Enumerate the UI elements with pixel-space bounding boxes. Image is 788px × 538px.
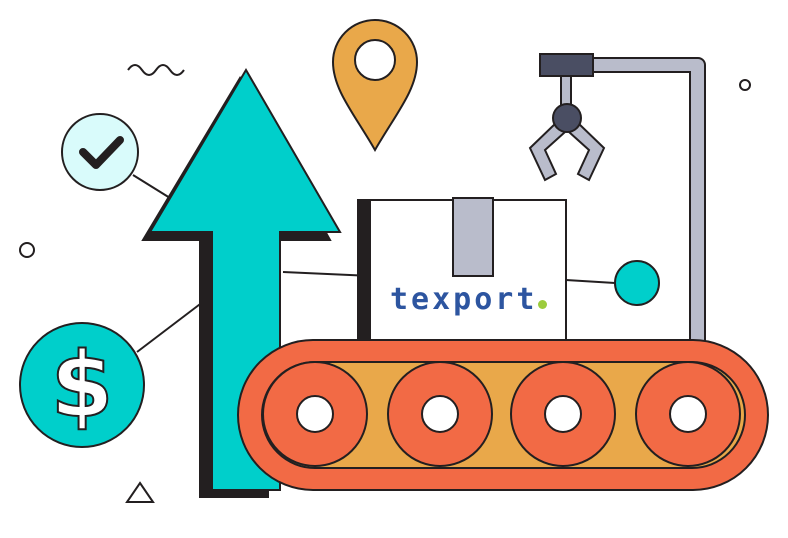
roller [387, 361, 493, 467]
logo-dot [538, 300, 548, 309]
robot-crane [528, 53, 706, 343]
dollar-icon: $ [19, 322, 145, 448]
up-arrow-icon [141, 68, 342, 498]
roller [262, 361, 368, 467]
triangle-decoration [125, 481, 155, 503]
logo-text: texport [390, 282, 538, 317]
texport-logo: texport [390, 282, 548, 317]
teal-dot [614, 260, 660, 306]
connector-line [132, 174, 171, 199]
conveyor-belt [237, 339, 769, 491]
squiggle-decoration [127, 64, 185, 76]
small-circle-decoration [19, 242, 35, 258]
shipping-box [357, 197, 567, 342]
roller [510, 361, 616, 467]
small-circle-decoration [739, 79, 751, 91]
roller [635, 361, 741, 467]
svg-text:$: $ [51, 333, 114, 438]
location-pin-icon [331, 19, 419, 153]
connector-line [565, 279, 616, 284]
checkmark-icon [61, 113, 139, 191]
